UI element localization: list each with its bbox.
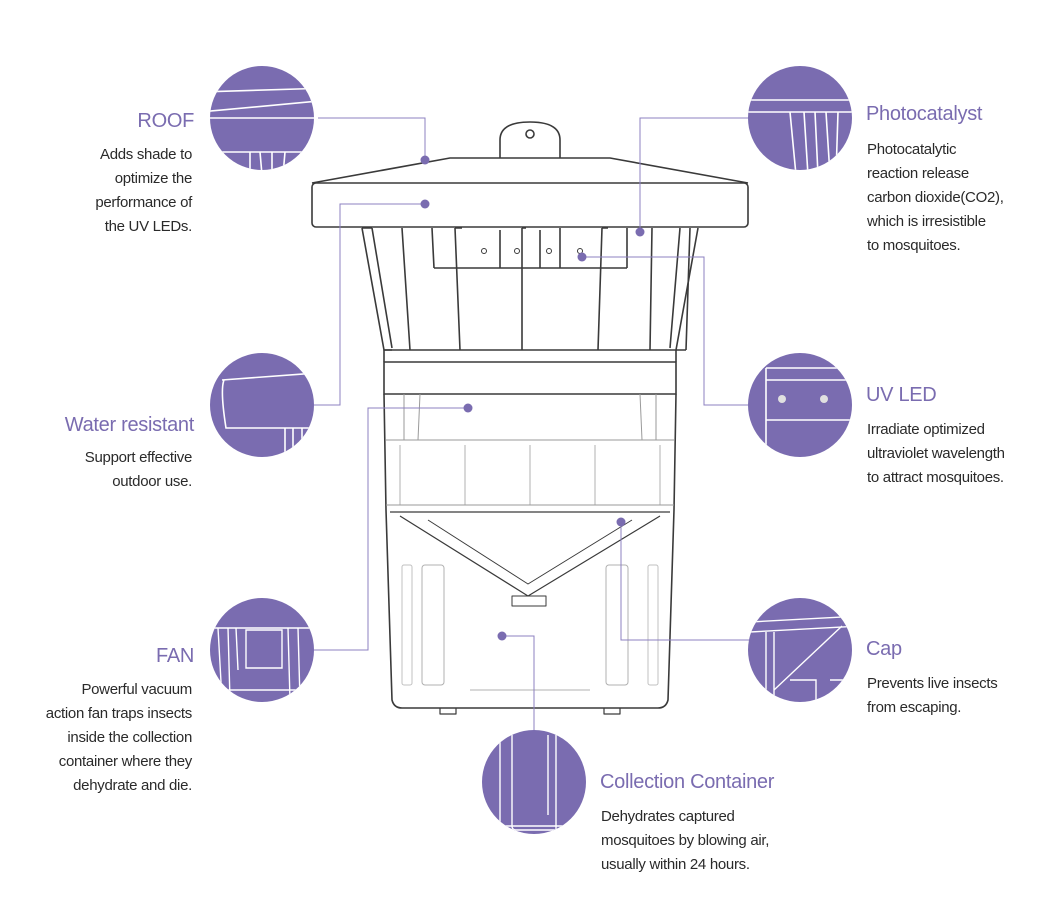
photocatalyst-line: Photocatalytic	[867, 141, 957, 158]
roof-line: the UV LEDs.	[104, 218, 193, 235]
fan-line: container where they	[58, 753, 193, 770]
cap-title: Cap	[866, 638, 902, 660]
collection-container-zoom-circle	[482, 730, 586, 834]
cap-line: Prevents live insects	[867, 675, 998, 692]
water-resistant-line: outdoor use.	[112, 473, 192, 490]
collection-container-line: mosquitoes by blowing air,	[601, 832, 770, 849]
collection-container-description: Dehydrates captured mosquitoes by blowin…	[601, 805, 769, 877]
water-resistant-title: Water resistant	[64, 414, 195, 436]
roof-line: Adds shade to	[99, 146, 192, 163]
fan-zoom-circle	[210, 598, 314, 702]
photocatalyst-zoom-circle	[748, 66, 852, 170]
cap-zoom-circle	[748, 598, 852, 702]
roof-description: Adds shade to optimize the performance o…	[95, 143, 192, 239]
water-resistant-line: Support effective	[84, 449, 193, 466]
water-resistant-description: Support effective outdoor use.	[84, 446, 193, 494]
roof-zoom-circle	[210, 66, 314, 170]
leader-lines	[312, 117, 750, 730]
uv-led-zoom-circle	[748, 353, 852, 457]
uv-cage	[361, 227, 699, 362]
uv-led-line: to attract mosquitoes.	[867, 469, 1004, 486]
collection-container-line: usually within 24 hours.	[601, 856, 750, 873]
fan-line: inside the collection	[67, 729, 192, 746]
roof-line: performance of	[95, 194, 192, 211]
collection-container-title: Collection Container	[600, 771, 775, 793]
water-resistant-zoom-circle	[210, 353, 314, 457]
fan-line: action fan traps insects	[45, 705, 193, 722]
uv-led-title: UV LED	[866, 384, 937, 406]
collection-container-line: Dehydrates captured	[601, 808, 735, 825]
photocatalyst-line: carbon dioxide(CO2),	[867, 189, 1004, 206]
roof-title: ROOF	[137, 110, 194, 132]
fan-description: Powerful vacuum action fan traps insects…	[45, 678, 193, 798]
collection-body	[383, 393, 677, 715]
mosquito-trap-illustration	[311, 121, 749, 715]
cap-line: from escaping.	[867, 699, 962, 716]
uv-led-line: ultraviolet wavelength	[867, 445, 1005, 462]
photocatalyst-title: Photocatalyst	[866, 103, 983, 125]
fan-title: FAN	[156, 645, 194, 667]
fan-line: dehydrate and die.	[73, 777, 192, 794]
photocatalyst-description: Photocatalytic reaction release carbon d…	[867, 138, 1004, 258]
hanging-loop	[499, 121, 561, 158]
photocatalyst-line: to mosquitoes.	[867, 237, 961, 254]
cap-description: Prevents live insects from escaping.	[867, 672, 998, 720]
fan-line: Powerful vacuum	[81, 681, 192, 698]
fan-band	[383, 361, 677, 395]
photocatalyst-line: which is irresistible	[867, 213, 986, 230]
uv-led-line: Irradiate optimized	[867, 421, 985, 438]
uv-led-description: Irradiate optimized ultraviolet waveleng…	[867, 418, 1005, 490]
leader-dots	[420, 155, 645, 641]
roof-line: optimize the	[114, 170, 193, 187]
roof	[311, 157, 749, 184]
photocatalyst-line: reaction release	[867, 165, 969, 182]
